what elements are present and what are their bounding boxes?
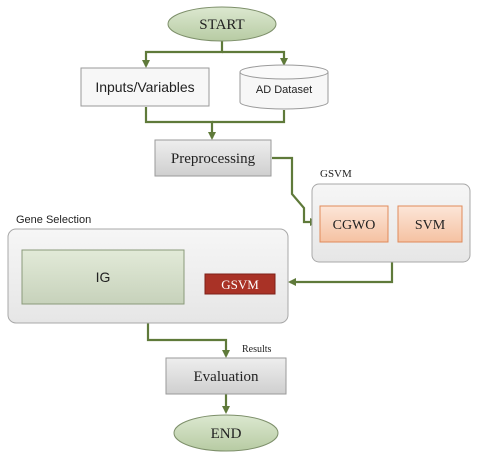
arrow-start-dataset (222, 50, 288, 66)
cgwo-label: CGWO (333, 218, 376, 233)
gene-selection-label: Gene Selection (16, 214, 91, 226)
gsvm-inner-node: GSVM (204, 273, 276, 295)
evaluation-node: Evaluation (165, 357, 287, 395)
gene-selection-group: Gene Selection IG GSVM (7, 214, 289, 324)
evaluation-label: Evaluation (194, 369, 259, 385)
arrow-preprocessing-gsvm (272, 156, 318, 226)
gsvm-group: GSVM CGWO SVM (311, 168, 471, 263)
arrow-dataset-merge (212, 110, 286, 124)
ig-node: IG (21, 249, 185, 305)
arrow-start-split (142, 40, 224, 68)
svm-node: SVM (397, 205, 463, 243)
ad-dataset-node: AD Dataset (239, 64, 329, 110)
inputs-variables-node: Inputs/Variables (80, 67, 210, 107)
inputs-variables-label: Inputs/Variables (95, 79, 194, 95)
end-node: END (173, 414, 279, 452)
start-label: START (199, 17, 244, 33)
gsvm-inner-label: GSVM (221, 277, 259, 292)
preprocessing-label: Preprocessing (171, 151, 256, 167)
ig-label: IG (96, 269, 111, 285)
end-label: END (211, 426, 242, 442)
cgwo-node: CGWO (319, 205, 389, 243)
arrow-geneselection-evaluation (146, 322, 230, 358)
arrow-inputs-merge (144, 107, 216, 140)
ad-dataset-label: AD Dataset (256, 84, 312, 96)
svm-label: SVM (415, 218, 446, 233)
gsvm-group-label: GSVM (320, 168, 352, 180)
start-node: START (167, 6, 277, 42)
arrow-gsvm-geneselection (288, 262, 394, 286)
preprocessing-node: Preprocessing (154, 139, 272, 177)
results-label: Results (242, 344, 272, 355)
